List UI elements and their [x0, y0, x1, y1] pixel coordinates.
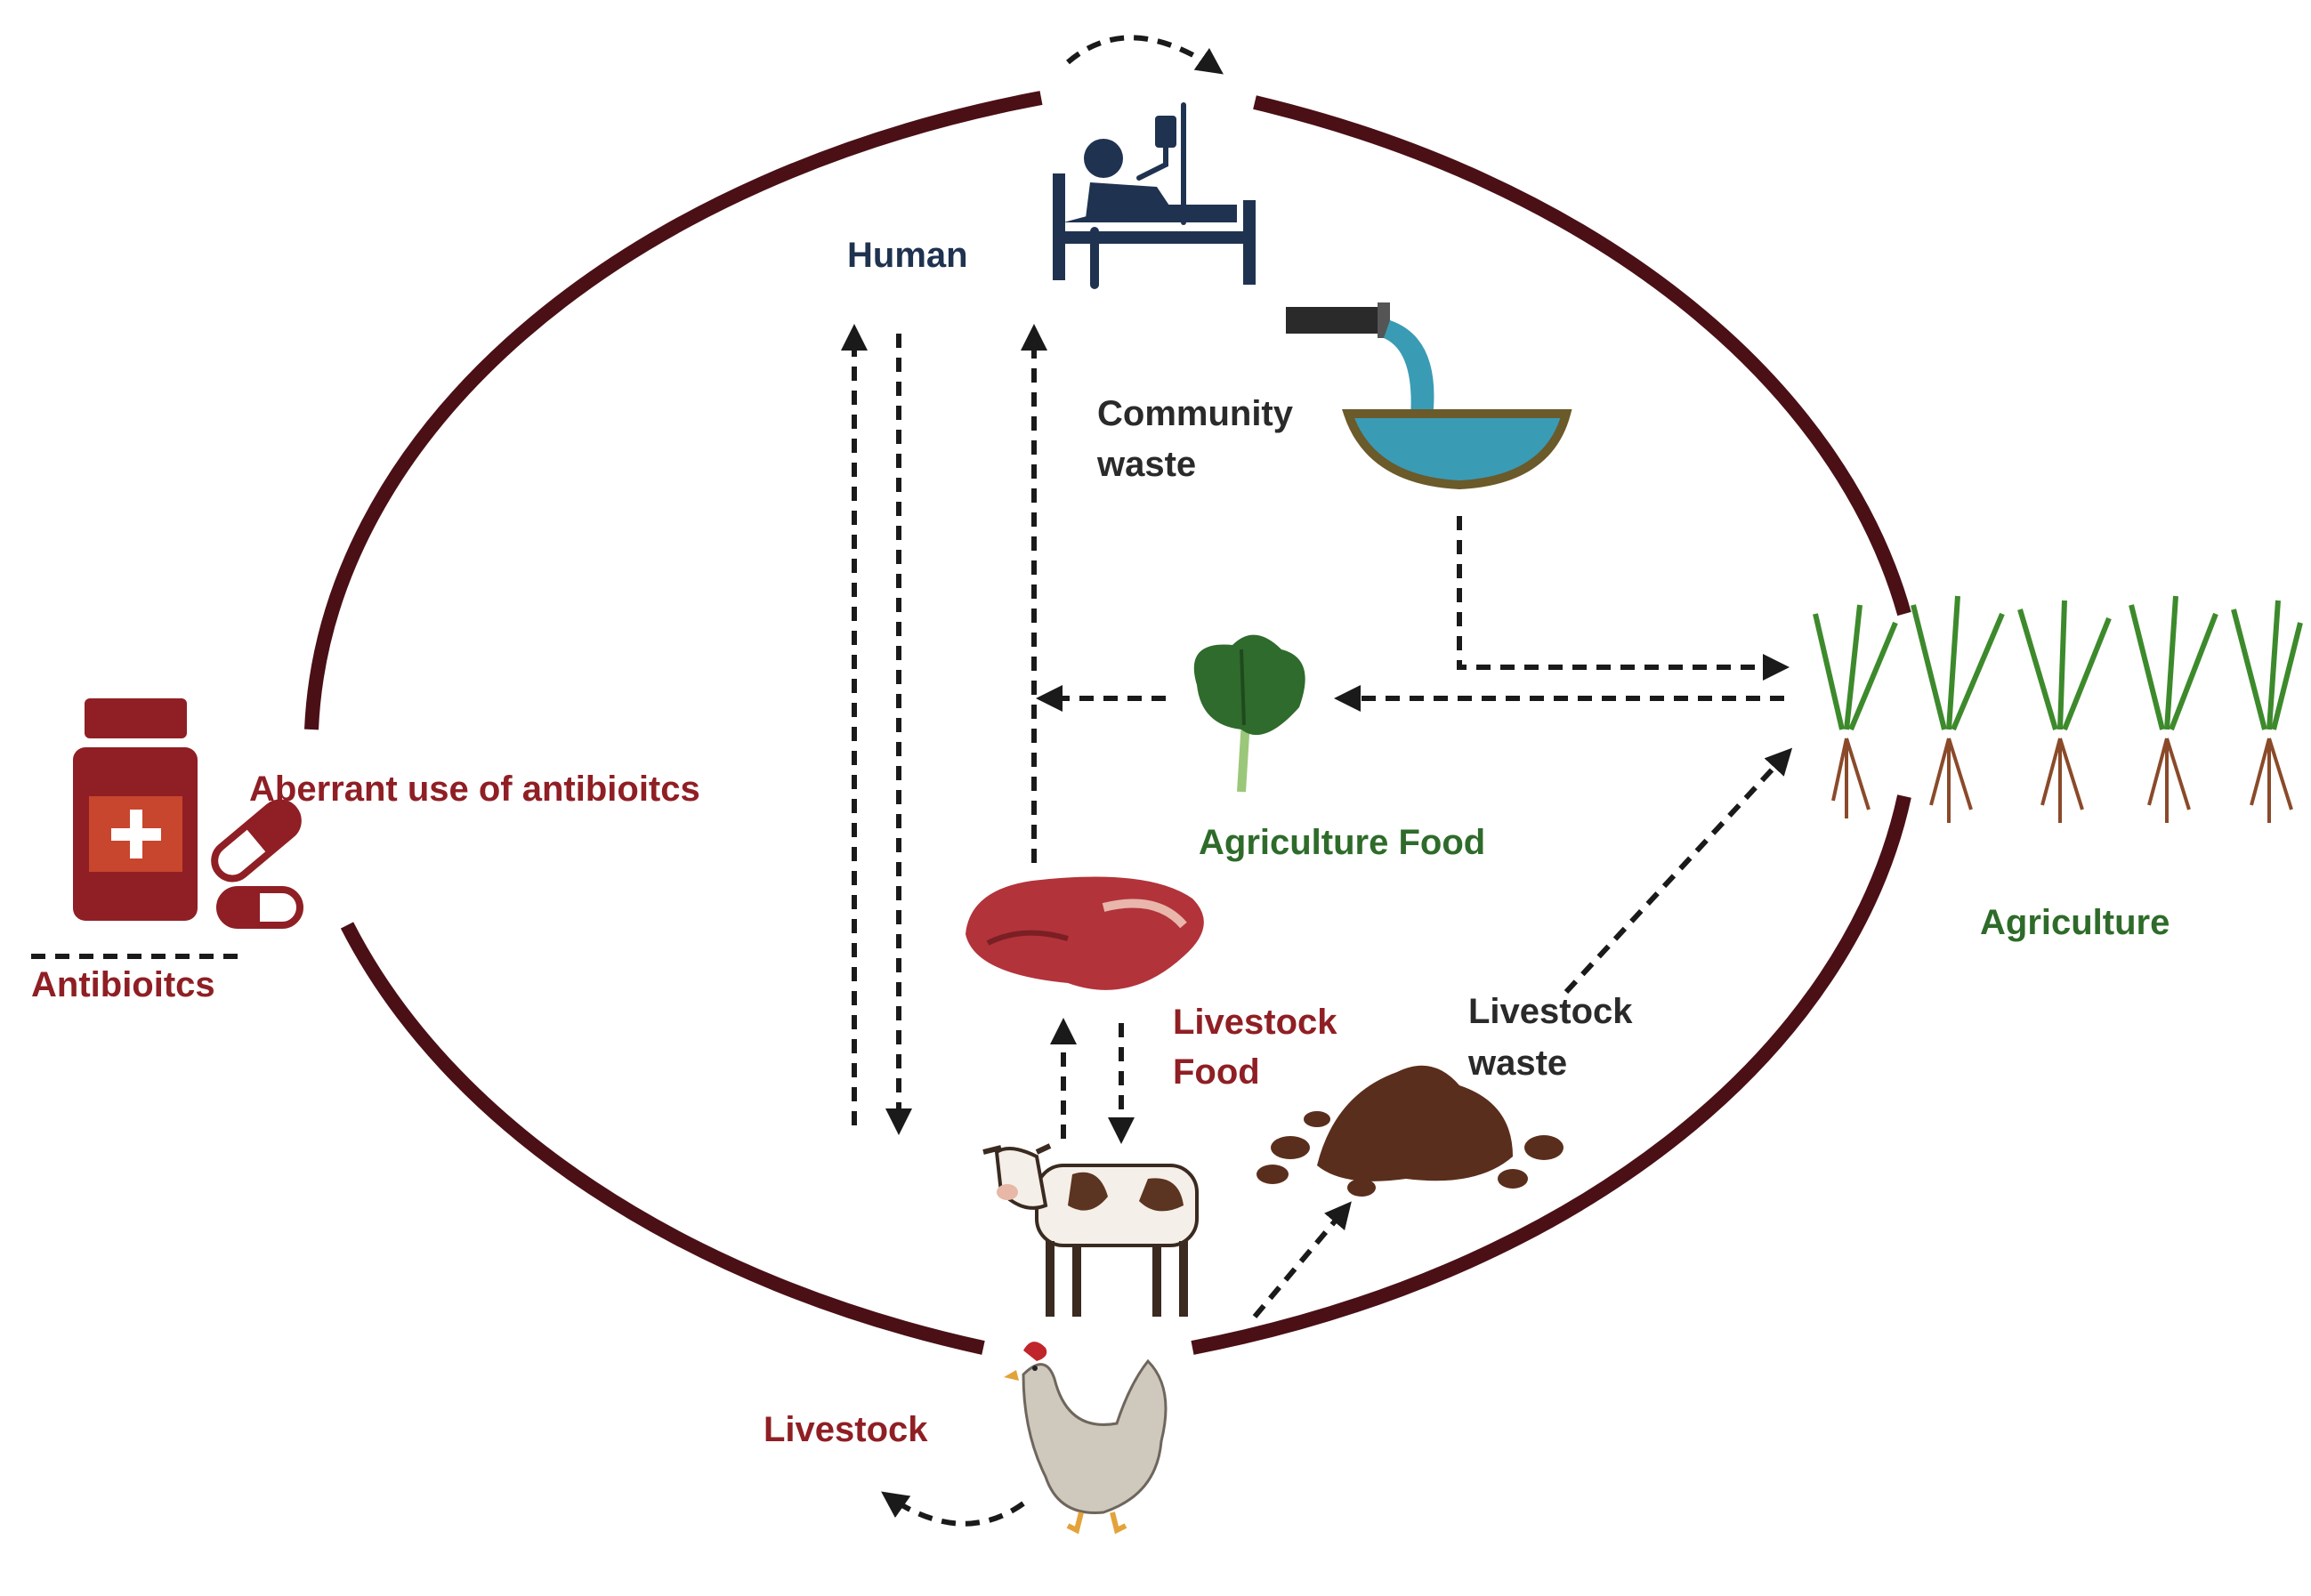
- manure-pile-icon: [1257, 1065, 1564, 1197]
- cycle-ring: [304, 91, 1911, 1355]
- capsule-icon: [211, 799, 303, 929]
- human-label: Human: [847, 236, 968, 275]
- antibiotic-bottle-icon: [73, 698, 198, 921]
- ring-arc-bottom-left: [340, 922, 985, 1355]
- arrow-bottom-loop: [881, 1491, 1025, 1527]
- ring-arc-top-left: [304, 91, 1043, 730]
- antibiotics-label: Antibioitcs: [31, 965, 215, 1004]
- arrow-waste-to-agriculture: [1564, 747, 1793, 995]
- aberrant-use-label: Aberrant use of antibioitcs: [249, 770, 700, 809]
- chicken-icon: [1004, 1342, 1168, 1535]
- cow-icon: [982, 1143, 1199, 1317]
- community-waste-label-line1: Community: [1097, 394, 1294, 433]
- livestock-waste-label-line2: waste: [1467, 1044, 1567, 1083]
- wastewater-pipe-icon: [1286, 302, 1572, 490]
- agriculture-label: Agriculture: [1980, 903, 2170, 942]
- arrow-livestock-to-waste: [1252, 1201, 1352, 1318]
- spinach-icon: [1193, 634, 1305, 793]
- arrow-top-loop: [1066, 35, 1224, 75]
- arrow-community-waste-to-agriculture: [1457, 516, 1790, 681]
- livestock-food-label-line1: Livestock: [1173, 1003, 1337, 1042]
- ring-arc-right: [1191, 794, 1911, 1355]
- hospital-patient-icon: [1053, 102, 1256, 289]
- community-waste-label-line2: waste: [1096, 445, 1196, 484]
- livestock-label: Livestock: [764, 1410, 928, 1449]
- agriculture-grass-icon: [1813, 595, 2303, 823]
- livestock-food-label-line2: Food: [1173, 1052, 1260, 1092]
- steak-icon: [966, 876, 1204, 990]
- ring-arc-top-right: [1253, 95, 1911, 617]
- livestock-waste-label-line1: Livestock: [1468, 992, 1633, 1031]
- agriculture-food-label: Agriculture Food: [1199, 823, 1485, 862]
